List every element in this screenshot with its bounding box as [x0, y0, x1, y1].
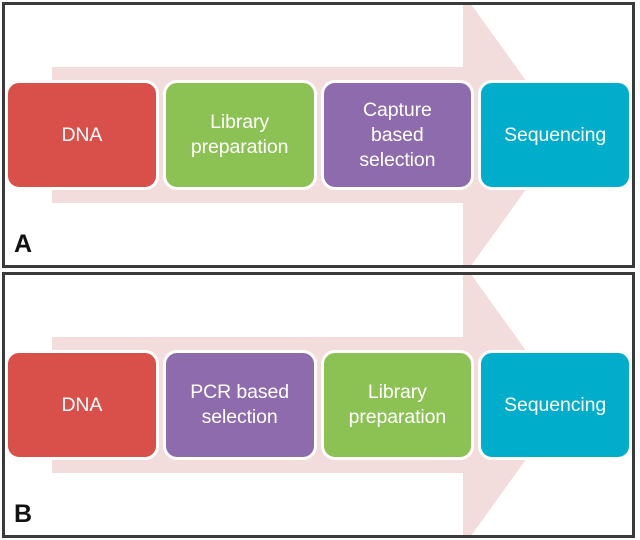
- step-label: DNA: [61, 393, 103, 416]
- step-sequencing[interactable]: Sequencing: [478, 80, 632, 190]
- step-label: Sequencing: [504, 393, 607, 416]
- panel-letter-b: B: [14, 500, 33, 528]
- step-library-preparation[interactable]: Library preparation: [162, 80, 317, 190]
- panel-a: DNA Library preparation Capture based se…: [2, 2, 635, 268]
- step-label: PCR based selection: [190, 381, 290, 428]
- step-dna[interactable]: DNA: [5, 80, 159, 190]
- panel-b: DNA PCR based selection Library preparat…: [2, 272, 635, 538]
- panel-letter-a: A: [14, 230, 33, 258]
- step-label: Library preparation: [348, 381, 447, 428]
- step-capture-based-selection[interactable]: Capture based selection: [320, 80, 475, 190]
- step-label: DNA: [61, 123, 103, 146]
- step-label: Library preparation: [190, 111, 289, 158]
- step-dna[interactable]: DNA: [5, 350, 159, 460]
- process-step-row-a: DNA Library preparation Capture based se…: [5, 80, 632, 190]
- step-pcr-based-selection[interactable]: PCR based selection: [162, 350, 317, 460]
- process-step-row-b: DNA PCR based selection Library preparat…: [5, 350, 632, 460]
- step-library-preparation[interactable]: Library preparation: [320, 350, 475, 460]
- step-sequencing[interactable]: Sequencing: [478, 350, 632, 460]
- step-label: Sequencing: [504, 123, 607, 146]
- step-label: Capture based selection: [359, 98, 436, 171]
